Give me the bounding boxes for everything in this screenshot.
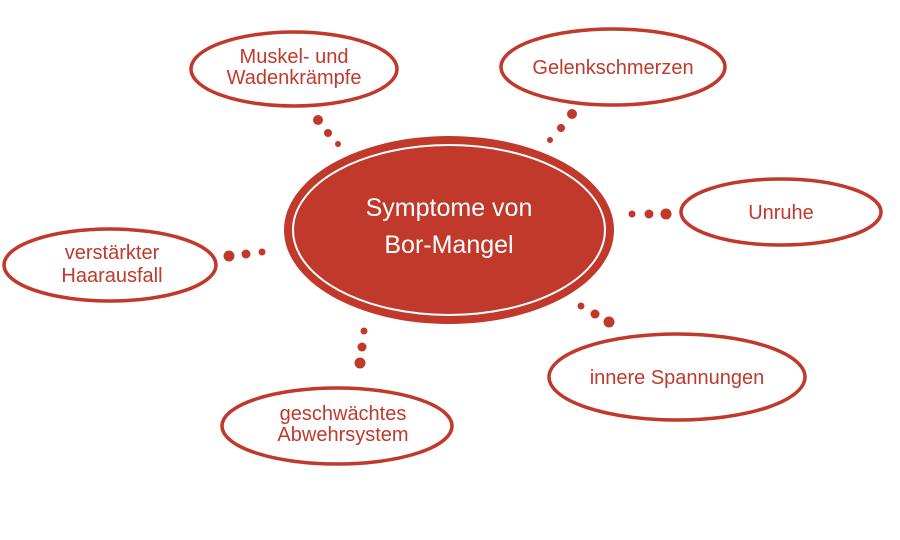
node-haar-ellipse bbox=[2, 227, 218, 303]
node-abwehr-line-1: geschwächtes bbox=[280, 403, 407, 425]
connector-dot bbox=[258, 248, 266, 256]
center-node: Symptome von Bor-Mangel bbox=[284, 136, 614, 324]
node-muskel-line-1: Muskel- und bbox=[240, 46, 349, 68]
connector-dot bbox=[644, 209, 654, 219]
center-ellipse-inner-ring bbox=[292, 144, 606, 316]
node-unruhe: Unruhe bbox=[679, 177, 883, 247]
node-abwehr-line-2: Abwehrsystem bbox=[277, 424, 408, 446]
connector-dot bbox=[360, 327, 368, 335]
node-spannungen: innere Spannungen bbox=[547, 332, 807, 422]
connector-dot bbox=[567, 109, 577, 119]
node-spannungen-ellipse bbox=[547, 332, 807, 422]
center-title-line-2: Bor-Mangel bbox=[384, 231, 513, 259]
node-abwehr-ellipse bbox=[220, 386, 454, 466]
connector-dot bbox=[357, 342, 367, 352]
connector-dot bbox=[324, 129, 332, 137]
node-gelenk-line-1: Gelenkschmerzen bbox=[532, 57, 693, 79]
node-haar-line-1: verstärkter bbox=[65, 242, 160, 264]
connector-dot bbox=[557, 124, 565, 132]
node-unruhe-ellipse bbox=[679, 177, 883, 247]
connector-muskel bbox=[313, 115, 341, 147]
connector-dot bbox=[547, 137, 553, 143]
connector-dot bbox=[628, 210, 636, 218]
connector-dot bbox=[660, 208, 672, 220]
node-muskel: Muskel- und Wadenkrämpfe bbox=[189, 30, 399, 108]
connector-dot bbox=[241, 249, 251, 259]
connector-dot bbox=[335, 141, 341, 147]
connector-dot bbox=[313, 115, 323, 125]
connector-dot bbox=[354, 357, 366, 369]
connector-dot bbox=[223, 250, 235, 262]
node-gelenk: Gelenkschmerzen bbox=[499, 27, 727, 107]
node-gelenk-ellipse bbox=[499, 27, 727, 107]
node-abwehr: geschwächtes Abwehrsystem bbox=[220, 386, 454, 466]
connector-unruhe bbox=[628, 208, 672, 220]
node-haar-line-2: Haarausfall bbox=[61, 265, 162, 287]
center-ellipse-outer bbox=[284, 136, 614, 324]
connector-spannungen bbox=[577, 302, 615, 328]
node-muskel-line-2: Wadenkrämpfe bbox=[227, 67, 362, 89]
connector-dot bbox=[603, 316, 615, 328]
connector-dot bbox=[590, 309, 600, 319]
node-haar: verstärkter Haarausfall bbox=[2, 227, 218, 303]
connector-haar bbox=[223, 248, 266, 262]
connector-gelenk bbox=[547, 109, 577, 143]
node-muskel-ellipse bbox=[189, 30, 399, 108]
node-spannungen-line-1: innere Spannungen bbox=[590, 367, 765, 389]
node-unruhe-line-1: Unruhe bbox=[748, 202, 814, 224]
connector-abwehr bbox=[354, 327, 368, 369]
center-title-line-1: Symptome von bbox=[366, 194, 533, 222]
connector-dot bbox=[577, 302, 585, 310]
